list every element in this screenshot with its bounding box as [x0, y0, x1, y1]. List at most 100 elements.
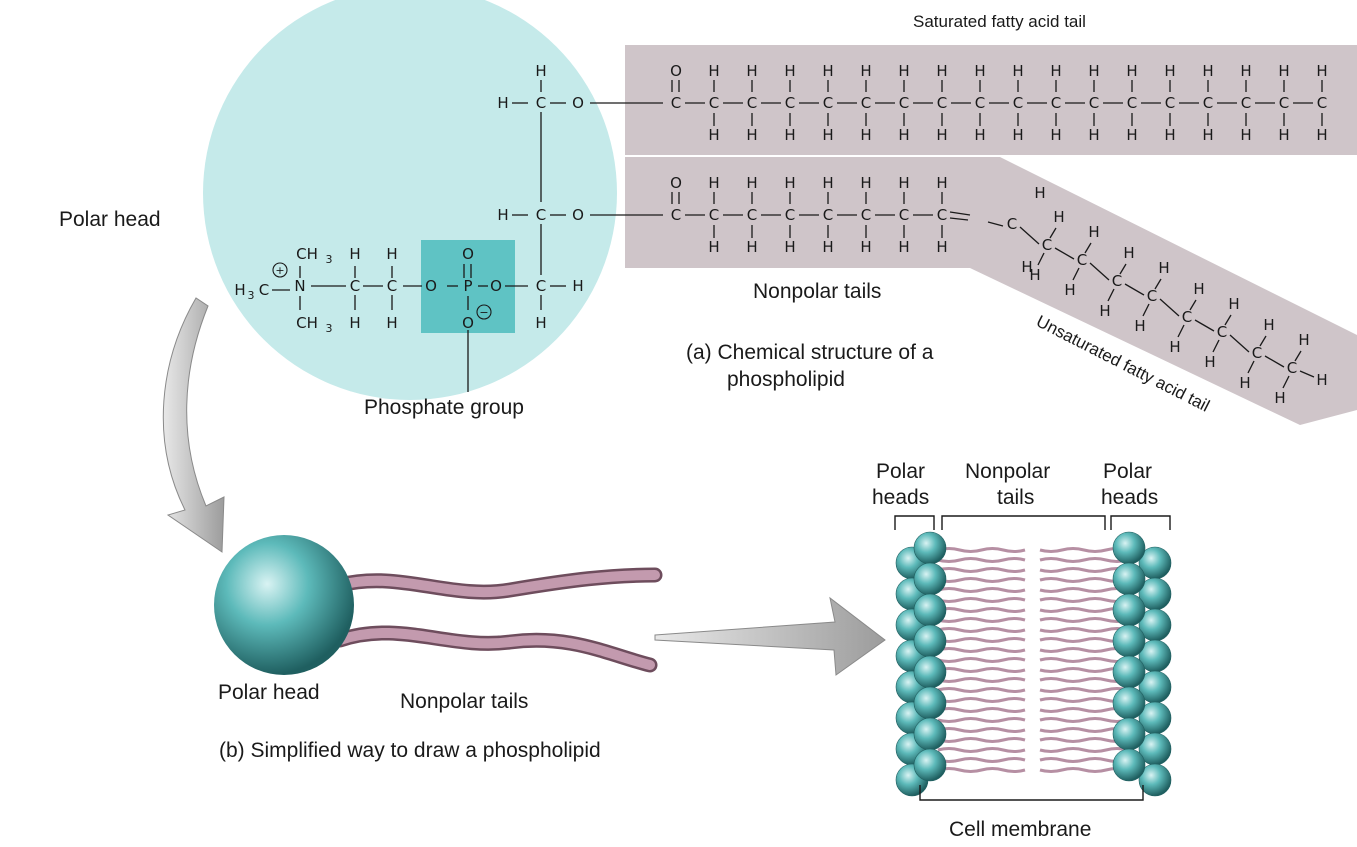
membrane-lipid-tail — [937, 607, 1026, 613]
membrane-polar-heads-left-1: Polar — [876, 460, 925, 483]
membrane-polar-head — [913, 686, 947, 720]
bond — [1212, 339, 1220, 353]
unsat-h: H — [1034, 184, 1045, 202]
unsat-h: H — [1053, 208, 1064, 226]
atom-h: H — [898, 62, 909, 80]
positive-charge-icon — [272, 262, 288, 278]
atom-h: H — [860, 238, 871, 256]
sat-c: C — [1051, 94, 1061, 112]
atom-h: H — [349, 245, 360, 263]
atom-h: H — [860, 174, 871, 192]
unsat-c: C — [899, 206, 909, 224]
atom-h: H — [784, 126, 795, 144]
membrane-lipid-tail — [1039, 557, 1129, 563]
straight-arrow — [654, 596, 886, 676]
polar-head-label-b: Polar head — [218, 681, 320, 704]
sat-c: C — [1241, 94, 1251, 112]
atom-h: H — [708, 174, 719, 192]
sat-c: C — [747, 94, 757, 112]
membrane-polar-head — [913, 748, 947, 782]
atom-h: H — [822, 174, 833, 192]
membrane-lipid-tail — [937, 667, 1026, 673]
unsat-h: H — [1064, 281, 1075, 299]
methyl-top: CH — [296, 245, 318, 263]
membrane-lipid-tail — [1039, 737, 1129, 743]
membrane-polar-head — [913, 624, 947, 658]
methyl-left-sub: 3 — [248, 289, 255, 302]
membrane-lipid-tail — [1039, 607, 1129, 613]
atom-h: H — [1240, 126, 1251, 144]
unsat-h: H — [1239, 374, 1250, 392]
membrane-polar-head — [1112, 655, 1146, 689]
membrane-lipid-tail — [937, 627, 1026, 633]
terminal-h: H — [1316, 371, 1327, 389]
sat-c: C — [1127, 94, 1137, 112]
ester-o1: O — [572, 94, 584, 112]
atom-h: H — [1316, 126, 1327, 144]
choline-c1: C — [350, 277, 360, 295]
membrane-polar-head — [1112, 562, 1146, 596]
membrane-lipid-tail — [937, 557, 1026, 563]
membrane-lipid-tail — [1039, 647, 1129, 653]
unsat-h: H — [1099, 302, 1110, 320]
bond — [1154, 278, 1162, 290]
atom-h: H — [1126, 126, 1137, 144]
sat-c: C — [823, 94, 833, 112]
unsat-c: C — [1287, 359, 1297, 377]
atom-h: H — [1202, 62, 1213, 80]
membrane-lipid-tail — [937, 677, 1026, 683]
membrane-polar-head — [913, 717, 947, 751]
membrane-polar-heads-right-2: heads — [1101, 486, 1158, 509]
unsat-h: H — [1029, 266, 1040, 284]
glycerol-h: H — [535, 62, 546, 80]
methyl-bottom: CH — [296, 314, 318, 332]
unsat-c: C — [1042, 236, 1052, 254]
membrane-lipid-tail — [1039, 767, 1129, 773]
atom-h: H — [1088, 126, 1099, 144]
membrane-lipid-tail — [1039, 567, 1129, 573]
unsat-c: C — [937, 206, 947, 224]
caption-b: (b) Simplified way to draw a phospholipi… — [219, 739, 601, 762]
plus-sign: + — [275, 264, 284, 277]
sat-c: C — [785, 94, 795, 112]
membrane-lipid-tail — [937, 747, 1026, 753]
unsat-c: C — [1112, 272, 1122, 290]
unsat-c: C — [785, 206, 795, 224]
atom-h: H — [708, 238, 719, 256]
atom-h: H — [1012, 126, 1023, 144]
membrane-polar-head — [913, 593, 947, 627]
unsat-h: H — [1298, 331, 1309, 349]
methyl-top-sub: 3 — [326, 253, 333, 266]
negative-charge-icon — [476, 304, 492, 320]
ester-o2: O — [572, 206, 584, 224]
atom-h: H — [898, 126, 909, 144]
bond — [1119, 263, 1127, 275]
glycerol-c3: C — [536, 277, 546, 295]
membrane-polar-head — [913, 655, 947, 689]
membrane-polar-head — [913, 562, 947, 596]
atom-h: H — [860, 126, 871, 144]
membrane-lipid-tail — [1039, 597, 1129, 603]
bond — [1072, 267, 1080, 281]
membrane-polar-heads-left-2: heads — [872, 486, 929, 509]
phosphate-o-top: O — [462, 245, 474, 263]
bond — [1189, 299, 1197, 311]
atom-h: H — [860, 62, 871, 80]
phosphate-o-left: O — [425, 277, 437, 295]
membrane-lipid-tail — [1039, 577, 1129, 583]
bond — [1037, 252, 1045, 266]
unsat-h: H — [1088, 223, 1099, 241]
membrane-lipid-tail — [1039, 637, 1129, 643]
polar-head-sphere — [214, 535, 354, 675]
unsat-h: H — [1263, 316, 1274, 334]
membrane-lipid-tail — [937, 647, 1026, 653]
cell-membrane-bilayer — [895, 531, 1172, 797]
atom-h: H — [936, 238, 947, 256]
methyl-left-c: C — [259, 281, 269, 299]
bond — [1224, 314, 1232, 326]
sat-c: C — [1279, 94, 1289, 112]
phosphate-box — [421, 240, 515, 333]
atom-h: H — [1240, 62, 1251, 80]
sat-c: C — [1013, 94, 1023, 112]
